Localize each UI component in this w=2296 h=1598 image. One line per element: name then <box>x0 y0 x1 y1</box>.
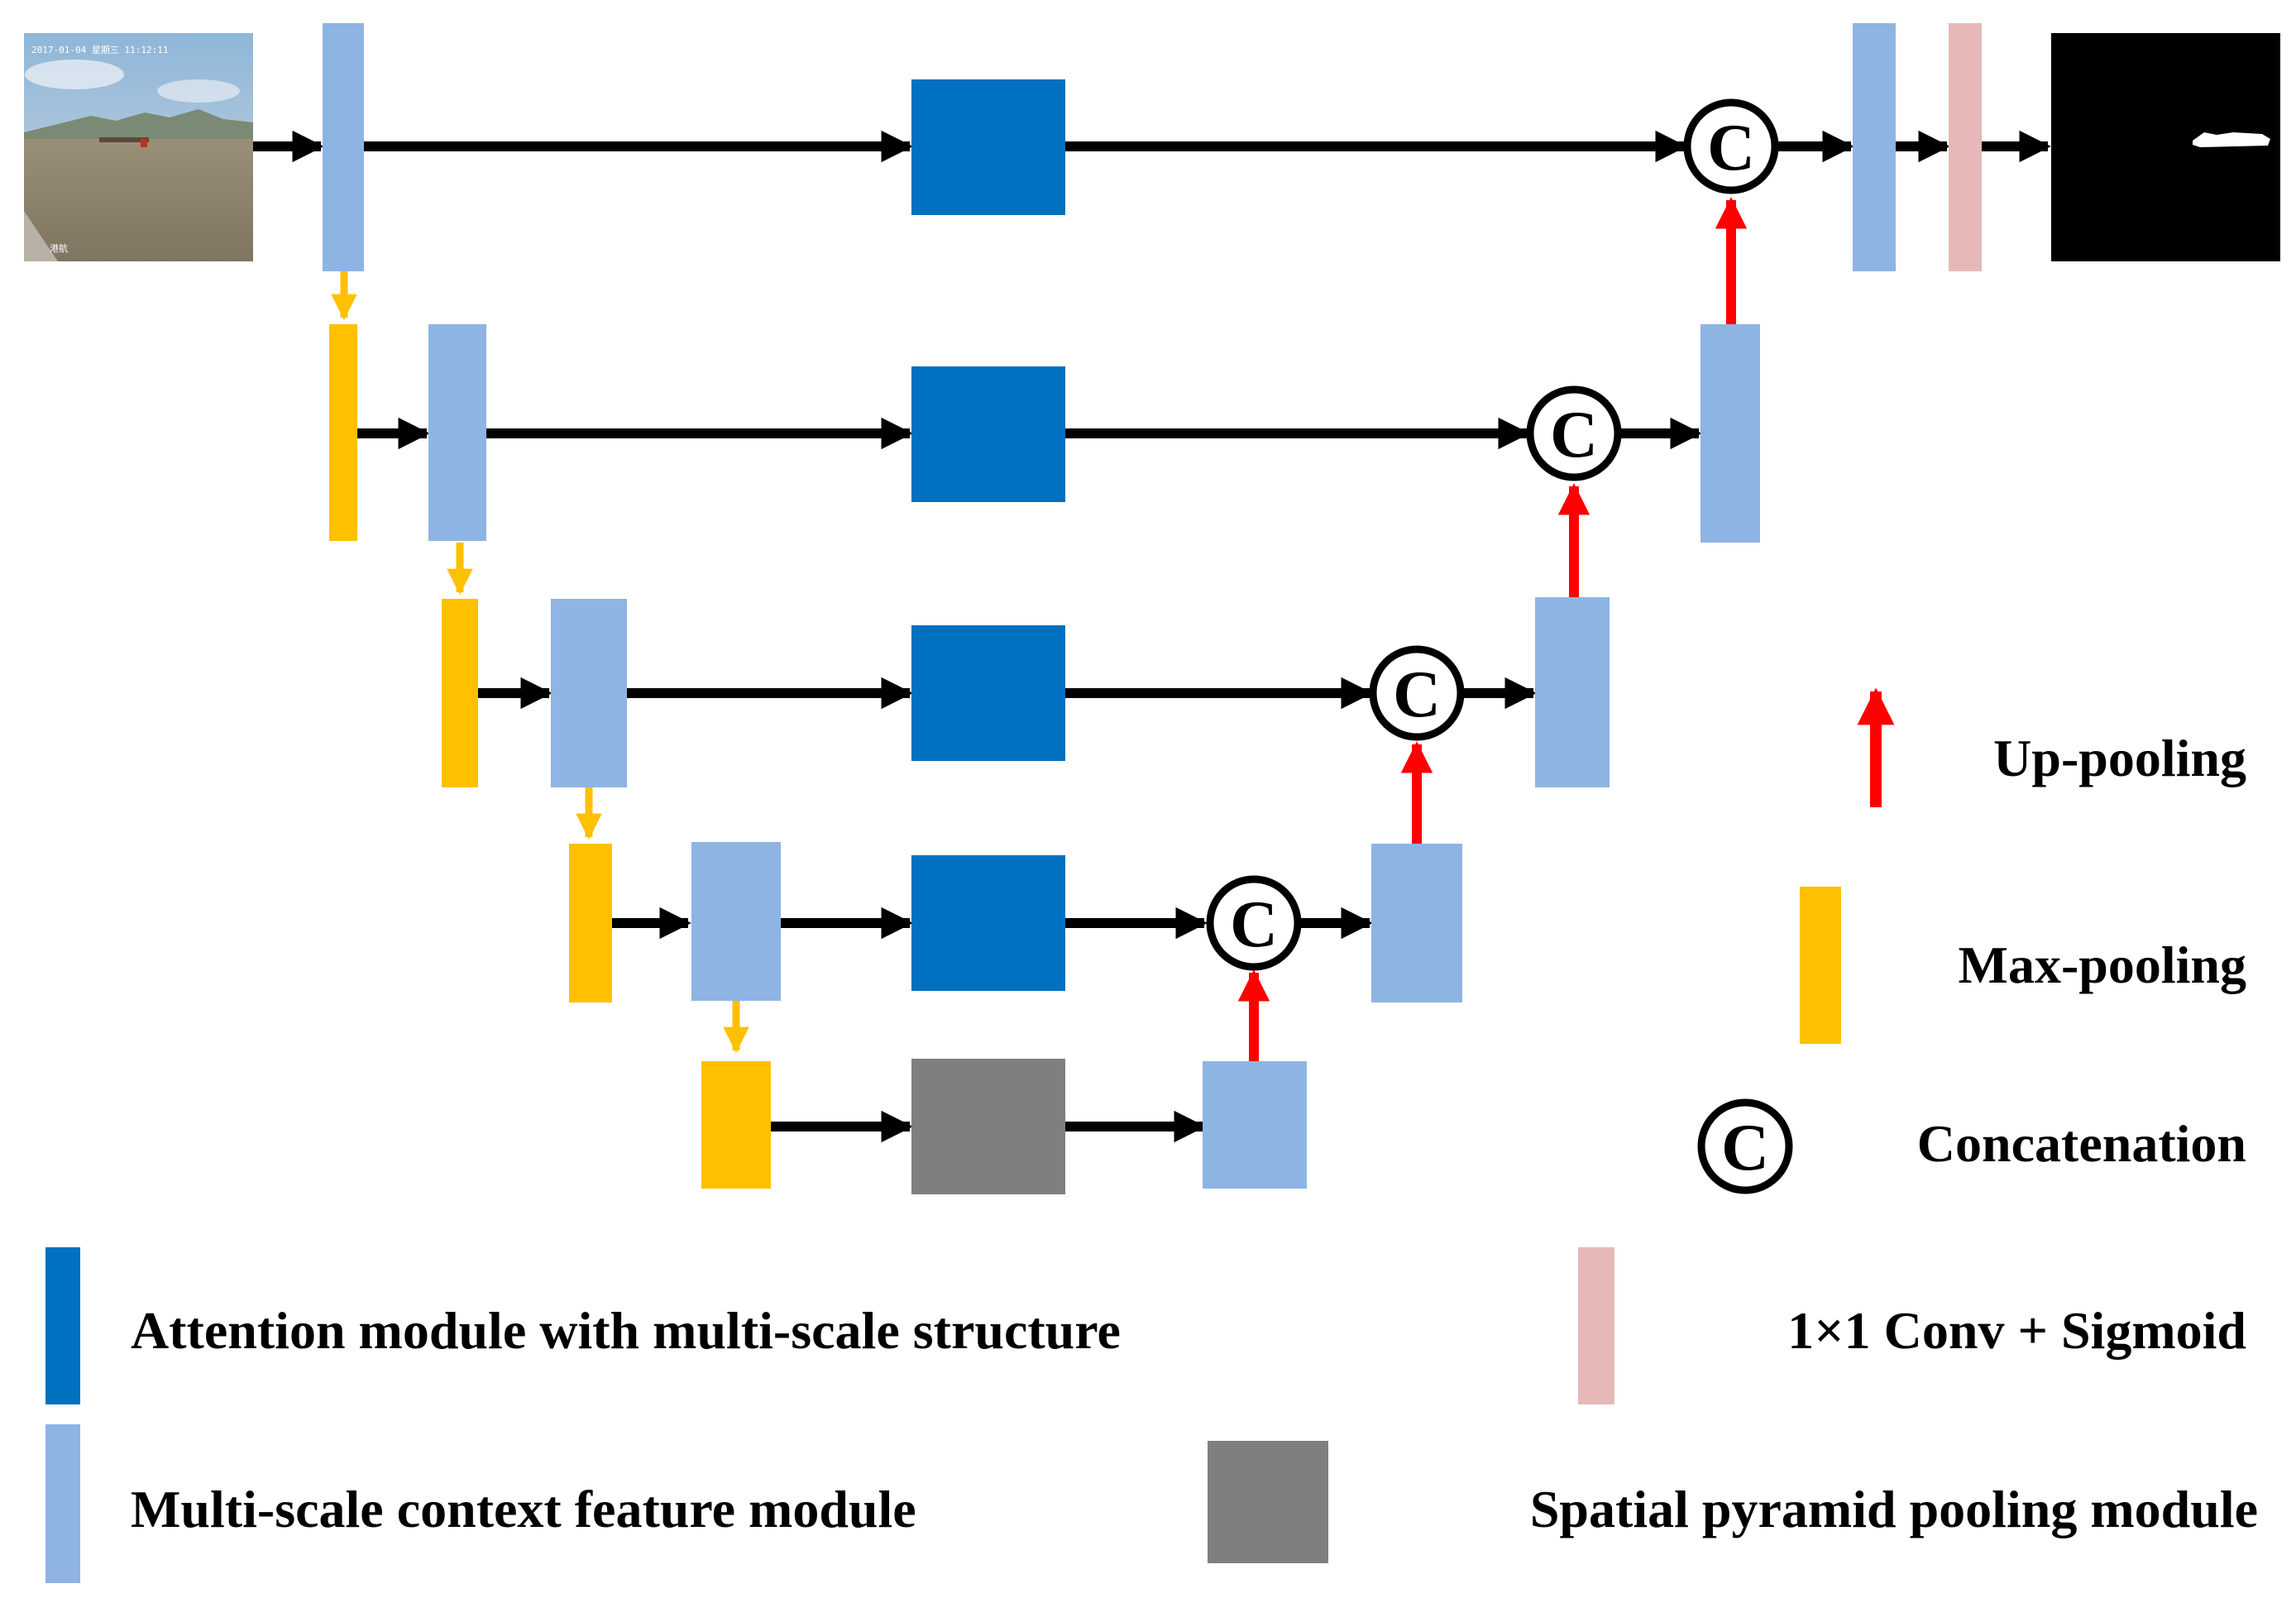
upsample-arrows <box>1237 197 1748 1061</box>
msc-decoder-4 <box>1371 844 1462 1002</box>
attention-4 <box>911 855 1065 991</box>
msc-decoder-2 <box>1700 324 1760 543</box>
msc-encoder-1 <box>323 23 364 271</box>
attention-modules <box>911 79 1065 991</box>
concat-icon-symbol: C <box>1721 1112 1769 1184</box>
legend-concatenation: C Concatenation <box>1697 1098 2246 1194</box>
legend-up-pooling-label: Up-pooling <box>1993 729 2246 787</box>
concat-symbol: C <box>1550 399 1598 471</box>
image-timestamp: 2017-01-04 星期三 11:12:11 <box>31 45 168 55</box>
maxpool-modules <box>329 324 771 1189</box>
legend-attention: Attention module with multi-scale struct… <box>45 1247 1121 1404</box>
legend-max-pooling-label: Max-pooling <box>1959 935 2246 994</box>
legend-conv-sigmoid-label: 1×1 Conv + Sigmoid <box>1787 1301 2246 1360</box>
input-image: 2017-01-04 星期三 11:12:11 港航 <box>24 33 253 261</box>
attention-1 <box>911 79 1065 215</box>
legend-right: Up-pooling Max-pooling C Concatenation <box>1697 687 2246 1194</box>
conv-sigmoid-module <box>1949 23 1982 271</box>
concat-node-1: C <box>1683 98 1779 194</box>
msc-bottleneck-up <box>1203 1061 1307 1189</box>
attention-swatch <box>45 1247 80 1404</box>
concat-node-4: C <box>1206 875 1302 971</box>
output-mask <box>2051 33 2280 261</box>
legend-conv-sigmoid: 1×1 Conv + Sigmoid <box>1578 1247 2246 1404</box>
legend-concatenation-label: Concatenation <box>1917 1114 2246 1173</box>
legend-msc: Multi-scale context feature module <box>45 1424 916 1583</box>
concat-icon <box>1697 1098 1793 1194</box>
maxpool-2 <box>442 599 478 787</box>
legend-spp-label: Spatial pyramid pooling module <box>1530 1480 2258 1538</box>
spp-swatch <box>1208 1441 1328 1563</box>
flow-arrows <box>253 130 2051 1143</box>
concat-symbol: C <box>1230 888 1278 961</box>
concat-symbol: C <box>1393 658 1441 731</box>
maxpool-1 <box>329 324 357 541</box>
msc-encoder-2 <box>428 324 486 541</box>
maxpool-3 <box>569 844 612 1002</box>
msc-decoder-3 <box>1535 597 1610 787</box>
downsample-arrows <box>331 271 749 1054</box>
maxpool-4 <box>701 1061 771 1189</box>
msc-decoder-1 <box>1853 23 1896 271</box>
msc-encoder-3 <box>551 599 627 787</box>
conv-sigmoid-swatch <box>1578 1247 1614 1404</box>
legend-bottom: Attention module with multi-scale struct… <box>45 1247 2258 1583</box>
spp-module <box>911 1059 1065 1194</box>
legend-msc-label: Multi-scale context feature module <box>131 1480 916 1538</box>
concat-symbol: C <box>1707 112 1755 184</box>
legend-max-pooling: Max-pooling <box>1800 887 2246 1044</box>
concat-node-3: C <box>1369 645 1465 741</box>
msc-swatch <box>45 1424 80 1583</box>
concat-node-2: C <box>1526 385 1622 481</box>
concat-nodes: C C C C <box>1206 98 1779 971</box>
legend-spp: Spatial pyramid pooling module <box>1208 1441 2258 1563</box>
max-pooling-swatch <box>1800 887 1841 1044</box>
msc-encoder-4 <box>691 842 781 1001</box>
legend-attention-label: Attention module with multi-scale struct… <box>131 1301 1121 1360</box>
legend-up-pooling: Up-pooling <box>1857 687 2246 807</box>
msc-modules <box>323 23 1896 1189</box>
attention-2 <box>911 366 1065 502</box>
image-caption: 港航 <box>50 242 68 254</box>
attention-3 <box>911 625 1065 761</box>
